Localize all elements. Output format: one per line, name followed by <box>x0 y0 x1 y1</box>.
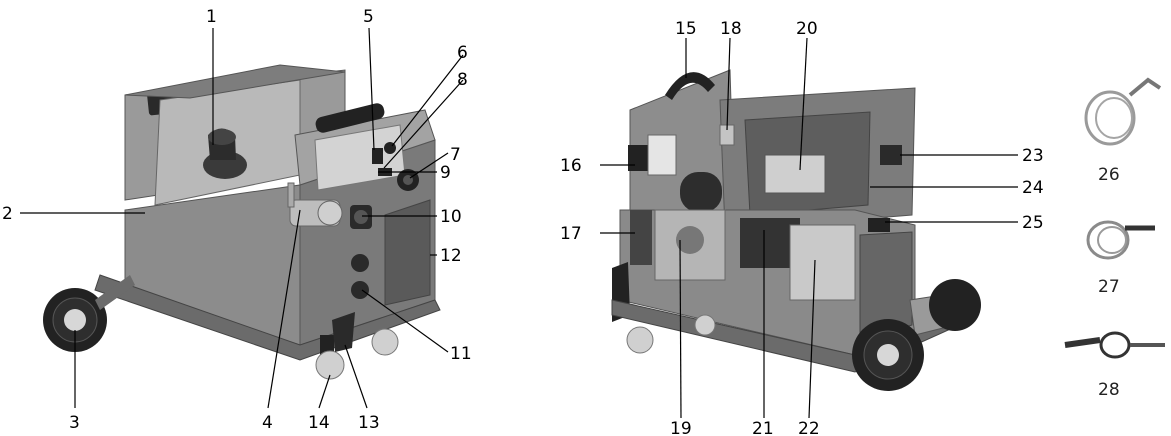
callout-27: 27 <box>1098 277 1120 297</box>
torch-connector-lever <box>287 182 295 208</box>
rear-wheel-hub <box>64 309 86 331</box>
chassis-base <box>94 274 441 361</box>
callout-23: 23 <box>1022 146 1044 166</box>
callout-25: 25 <box>1022 213 1044 233</box>
callout-19: 19 <box>670 419 692 436</box>
socket-lower-1 <box>351 254 369 272</box>
rear-far-wheel <box>929 279 981 331</box>
door-handle-slot <box>880 145 902 165</box>
wire-spool-top <box>208 129 236 145</box>
callout-16: 16 <box>560 156 582 176</box>
torch-connector-ring <box>317 200 343 226</box>
callout-4: 4 <box>262 413 273 433</box>
caster-front <box>315 350 345 380</box>
callout-10: 10 <box>440 207 462 227</box>
accessory-torch-cable <box>1084 77 1162 146</box>
rear-caster-2 <box>694 314 716 336</box>
rear-bracket <box>628 145 650 171</box>
callout-7: 7 <box>450 145 461 165</box>
top-rail <box>124 64 346 99</box>
socket-10-hole <box>354 210 368 224</box>
callout-3: 3 <box>69 413 80 433</box>
cover-plate <box>647 134 677 176</box>
socket-lower-2 <box>351 281 369 299</box>
top-carry-handle <box>315 103 385 133</box>
callout-26: 26 <box>1098 165 1120 185</box>
main-switch <box>372 148 383 164</box>
callout-21: 21 <box>752 419 774 436</box>
wheel-arm <box>95 275 135 310</box>
capacitor <box>680 172 722 212</box>
callout-13: 13 <box>358 413 380 433</box>
front-view-machine <box>43 64 441 380</box>
front-foot <box>332 312 355 352</box>
leader-lines <box>20 27 1018 419</box>
callout-5: 5 <box>363 7 374 27</box>
callout-18: 18 <box>720 19 742 39</box>
callout-20: 20 <box>796 19 818 39</box>
callout-28: 28 <box>1098 380 1120 400</box>
callout-8: 8 <box>457 70 468 90</box>
feeder-roll <box>676 226 704 254</box>
callout-15: 15 <box>675 19 697 39</box>
callout-11: 11 <box>450 344 472 364</box>
callout-12: 12 <box>440 246 462 266</box>
fan-connector <box>868 218 890 232</box>
pcb-board <box>764 154 826 194</box>
callout-9: 9 <box>440 163 451 183</box>
rear-big-wheel-hub <box>877 344 899 366</box>
callout-6: 6 <box>457 43 468 63</box>
rear-vent <box>859 231 913 341</box>
spool-holder <box>630 210 652 265</box>
caster-back <box>371 328 399 356</box>
accessory-ground-cable <box>1086 220 1155 260</box>
rear-view-machine <box>611 69 981 391</box>
callout-1: 1 <box>206 7 217 27</box>
rear-handle <box>665 72 715 100</box>
callout-17: 17 <box>560 224 582 244</box>
vent-grille <box>384 199 431 306</box>
accessory-electrode-holder <box>1064 331 1165 359</box>
rectifier-block <box>789 224 856 301</box>
callout-14: 14 <box>308 413 330 433</box>
callout-labels: 1 2 3 4 5 6 7 8 9 10 11 12 13 14 15 16 1… <box>2 7 1120 436</box>
rear-caster-1 <box>626 326 654 354</box>
callout-22: 22 <box>798 419 820 436</box>
callout-24: 24 <box>1022 178 1044 198</box>
callout-2: 2 <box>2 204 13 224</box>
